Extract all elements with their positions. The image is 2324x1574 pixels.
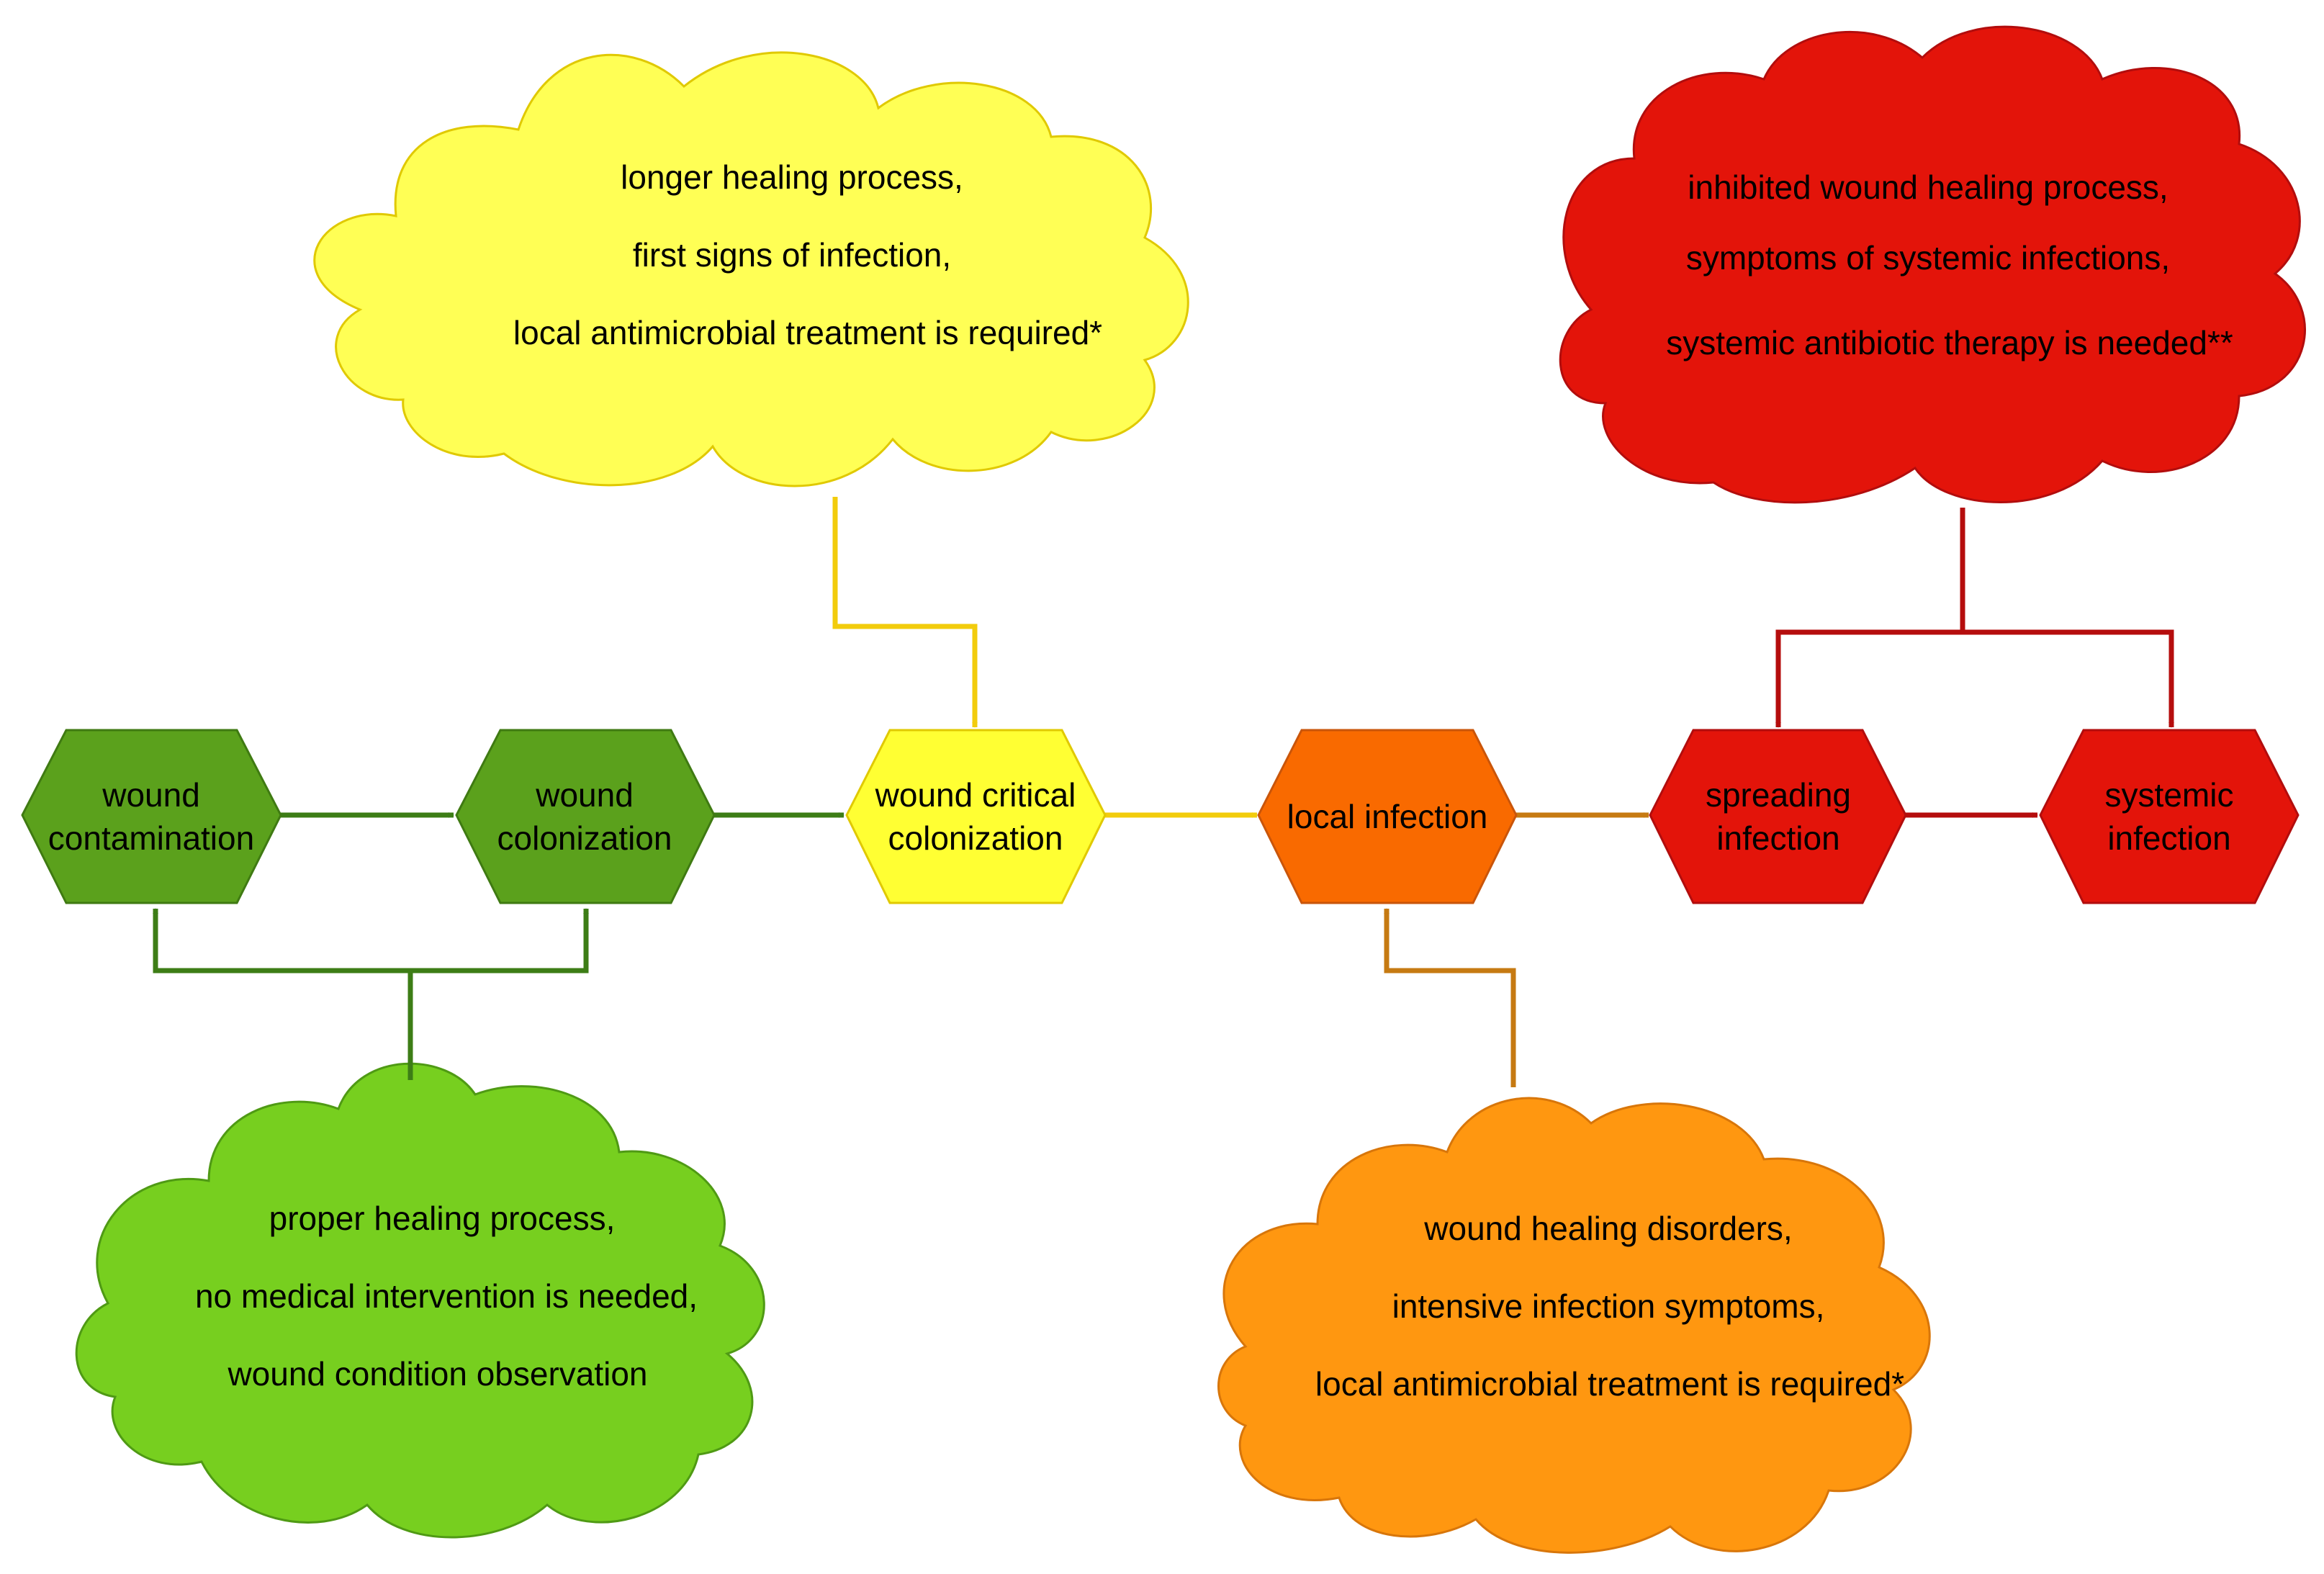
red-cloud: inhibited wound healing process, symptom… (1559, 25, 2306, 504)
connector-red-cloud-to-spreading (1775, 508, 1965, 728)
yellow-cloud-line-1: longer healing process, (621, 158, 963, 196)
stage-spreading-infection: spreading infection (1649, 729, 1907, 904)
stage-label-line-1: local infection (1287, 798, 1488, 835)
red-cloud-line-3: systemic antibiotic therapy is needed** (1666, 324, 2233, 361)
green-cloud-line-2: no medical intervention is needed, (195, 1277, 698, 1315)
connector-red-cloud-to-systemic (1963, 629, 2174, 728)
orange-cloud: wound healing disorders, intensive infec… (1217, 1097, 1931, 1554)
yellow-cloud-line-2: first signs of infection, (633, 236, 951, 274)
yellow-cloud: longer healing process, first signs of i… (313, 51, 1189, 487)
connector-yellow-cloud-to-critical (832, 497, 978, 728)
red-cloud-line-2: symptoms of systemic infections, (1686, 239, 2170, 276)
orange-cloud-line-3: local antimicrobial treatment is require… (1315, 1365, 1904, 1403)
stage-label-line-1: systemic (2105, 776, 2234, 814)
stage-label-line-1: wound (535, 776, 634, 814)
connector-green-cloud-to-colonization (410, 908, 589, 973)
stage-wound-contamination: wound contamination (21, 729, 282, 904)
yellow-cloud-line-3: local antimicrobial treatment is require… (513, 314, 1102, 351)
stage-label-line-2: colonization (497, 819, 672, 857)
connector-orange-cloud-to-local (1384, 908, 1516, 1087)
stage-label-line-2: infection (1716, 819, 1839, 857)
stage-label-line-1: spreading (1706, 776, 1851, 814)
stage-label-line-2: infection (2107, 819, 2230, 857)
orange-cloud-line-2: intensive infection symptoms, (1392, 1287, 1825, 1325)
stage-local-infection: local infection (1257, 729, 1518, 904)
green-cloud: proper healing process, no medical inter… (75, 1062, 765, 1539)
stage-label-line-1: wound (102, 776, 200, 814)
stage-label-line-2: contamination (48, 819, 254, 857)
stage-wound-colonization: wound colonization (455, 729, 716, 904)
stage-wound-critical-colonization: wound critical colonization (845, 729, 1107, 904)
orange-cloud-line-1: wound healing disorders, (1423, 1210, 1792, 1247)
stage-systemic-infection: systemic infection (2039, 729, 2300, 904)
connector-green-cloud-to-contamination (153, 908, 413, 1080)
green-cloud-line-3: wound condition observation (227, 1355, 647, 1393)
red-cloud-line-1: inhibited wound healing process, (1688, 168, 2168, 206)
green-cloud-line-1: proper healing process, (269, 1200, 616, 1237)
stage-label-line-2: colonization (888, 819, 1063, 857)
stage-label-line-1: wound critical (875, 776, 1076, 814)
